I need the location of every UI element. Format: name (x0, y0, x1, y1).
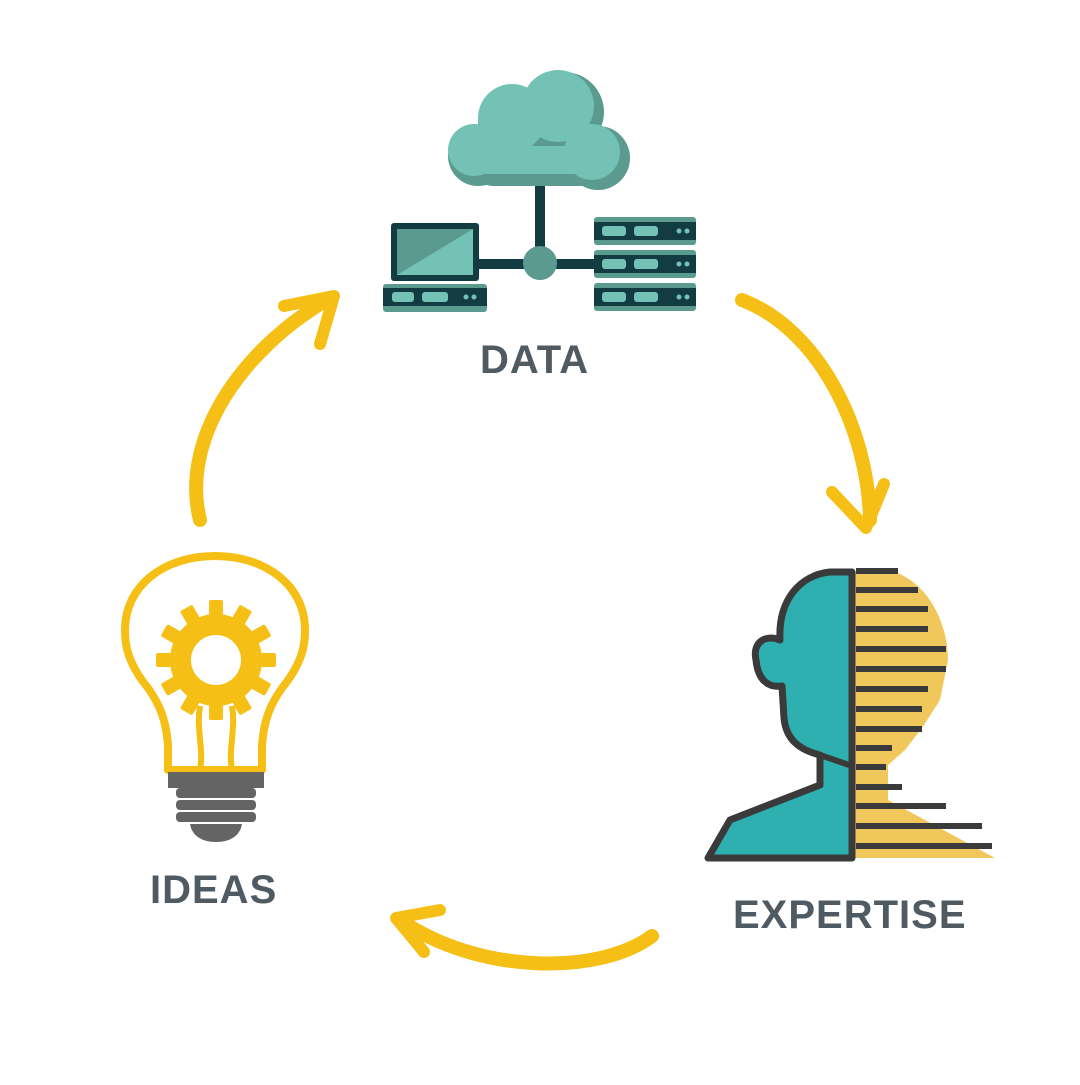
arrow-ideas-to-data (189, 290, 340, 527)
human-head-profile-icon (704, 568, 995, 862)
head-face (704, 568, 856, 862)
network-lines (476, 186, 598, 280)
laptop-icon (383, 223, 487, 312)
server-unit (594, 250, 696, 278)
label-data: DATA (480, 338, 590, 382)
label-ideas: IDEAS (150, 868, 278, 912)
cloud-icon (448, 70, 630, 190)
bulb-base (168, 772, 264, 842)
bulb-filament (195, 705, 237, 771)
server-unit (594, 283, 696, 311)
arrow-data-to-expertise (735, 293, 890, 534)
gear-icon (156, 600, 276, 720)
arrow-expertise-to-ideas (390, 904, 659, 971)
lightbulb-gear-icon (121, 552, 309, 842)
cloud-network-icon (383, 70, 696, 312)
server-rack-icon (594, 217, 696, 311)
label-expertise: EXPERTISE (733, 893, 967, 937)
server-unit (594, 217, 696, 245)
head-stripes (849, 568, 995, 858)
